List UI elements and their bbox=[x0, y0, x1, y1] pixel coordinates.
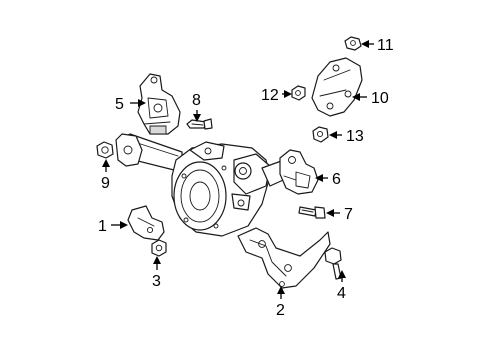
callout-5: 5 bbox=[115, 96, 146, 113]
callout-7: 7 bbox=[326, 206, 353, 223]
part-5-mount-bracket bbox=[137, 73, 181, 135]
callout-10: 10 bbox=[352, 90, 389, 107]
part-1-bracket bbox=[127, 205, 165, 241]
callout-label-1: 1 bbox=[98, 218, 107, 235]
part-8-bolt bbox=[186, 118, 213, 130]
callout-label-8: 8 bbox=[192, 92, 201, 109]
callout-label-11: 11 bbox=[377, 37, 394, 54]
callout-label-5: 5 bbox=[115, 96, 124, 113]
callout-2: 2 bbox=[276, 286, 285, 319]
part-12-bolt bbox=[291, 85, 306, 101]
callout-13: 13 bbox=[329, 128, 364, 145]
callout-8: 8 bbox=[192, 92, 201, 122]
part-11-nut bbox=[344, 36, 362, 51]
callout-label-10: 10 bbox=[371, 90, 389, 107]
part-9-nut bbox=[96, 141, 114, 159]
callout-4: 4 bbox=[337, 270, 346, 302]
differential-axle-assembly bbox=[115, 133, 293, 237]
part-3-nut bbox=[151, 239, 167, 257]
callout-label-2: 2 bbox=[276, 302, 285, 319]
callout-label-6: 6 bbox=[332, 171, 341, 188]
part-13-nut bbox=[312, 126, 329, 143]
callout-label-9: 9 bbox=[101, 175, 110, 192]
part-6-bracket bbox=[279, 149, 319, 195]
callout-11: 11 bbox=[361, 37, 394, 54]
part-7-bolt bbox=[298, 206, 326, 219]
callout-label-7: 7 bbox=[344, 206, 353, 223]
callout-9: 9 bbox=[101, 159, 110, 192]
callout-label-3: 3 bbox=[152, 273, 161, 290]
part-2-lower-bracket bbox=[237, 227, 331, 289]
callout-1: 1 bbox=[98, 218, 128, 235]
callout-label-4: 4 bbox=[337, 285, 346, 302]
part-4-bolt bbox=[324, 247, 342, 280]
callout-12: 12 bbox=[261, 87, 292, 104]
part-10-bracket bbox=[311, 57, 363, 117]
callout-label-13: 13 bbox=[346, 128, 364, 145]
callout-3: 3 bbox=[152, 256, 161, 290]
callout-label-12: 12 bbox=[261, 87, 279, 104]
callout-6: 6 bbox=[315, 171, 341, 188]
